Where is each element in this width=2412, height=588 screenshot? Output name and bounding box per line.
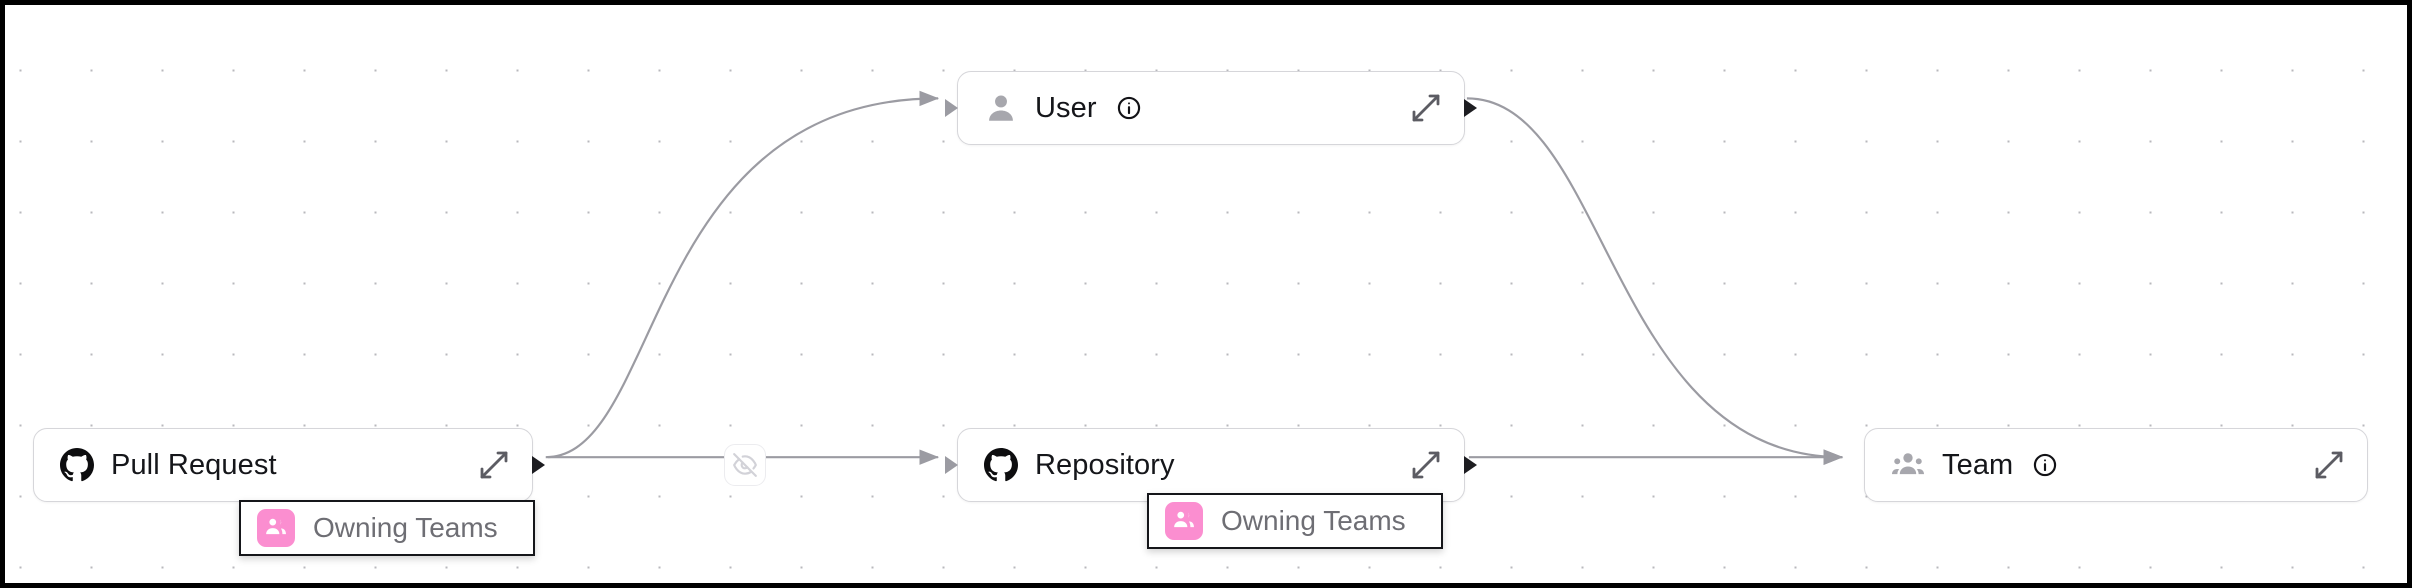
- node-team-label: Team: [1942, 448, 2014, 481]
- eye-off-icon: [733, 453, 757, 477]
- node-user-target-handle[interactable]: [945, 99, 958, 117]
- people-group-icon: [266, 518, 286, 535]
- edge-pull-request-to-user[interactable]: [545, 90, 939, 459]
- node-pull-request-content: Pull Request: [60, 448, 478, 482]
- node-user-source-handle[interactable]: [1464, 99, 1477, 117]
- node-pull-request-source-handle[interactable]: [532, 456, 545, 474]
- edge-user-to-team[interactable]: [1466, 97, 1844, 465]
- expand-diagonal-icon[interactable]: [1410, 449, 1442, 481]
- badge-label: Owning Teams: [1221, 505, 1406, 536]
- info-circle-icon[interactable]: [1116, 95, 1142, 121]
- expand-diagonal-icon[interactable]: [478, 449, 510, 481]
- github-icon: [60, 448, 94, 482]
- info-circle-icon[interactable]: [2032, 452, 2058, 478]
- badge-label: Owning Teams: [313, 512, 498, 543]
- edge-visibility-toggle[interactable]: [724, 444, 766, 486]
- node-repository-label: Repository: [1035, 448, 1175, 481]
- node-repository-content: Repository: [984, 448, 1410, 482]
- node-repository-source-handle[interactable]: [1464, 456, 1477, 474]
- node-repository[interactable]: Repository: [945, 428, 1477, 502]
- expand-diagonal-icon[interactable]: [1410, 92, 1442, 124]
- owning-teams-chip: [1165, 502, 1203, 540]
- node-user-label: User: [1035, 91, 1097, 124]
- badge-pull-request-owning-teams[interactable]: Owning Teams: [239, 500, 535, 556]
- owning-teams-chip: [257, 509, 295, 547]
- badge-repository-owning-teams[interactable]: Owning Teams: [1147, 493, 1443, 549]
- node-user-content: User: [984, 91, 1410, 125]
- people-group-icon: [1174, 511, 1194, 528]
- node-repository-target-handle[interactable]: [945, 456, 958, 474]
- people-group-icon: [1891, 453, 1925, 475]
- node-pull-request-label: Pull Request: [111, 448, 277, 481]
- person-icon: [989, 95, 1013, 121]
- node-pull-request[interactable]: Pull Request: [33, 428, 545, 502]
- node-team[interactable]: Team: [1864, 428, 2368, 502]
- expand-diagonal-icon[interactable]: [2313, 449, 2345, 481]
- node-team-content: Team: [1891, 448, 2313, 482]
- github-icon: [984, 448, 1018, 482]
- node-user[interactable]: User: [945, 71, 1477, 145]
